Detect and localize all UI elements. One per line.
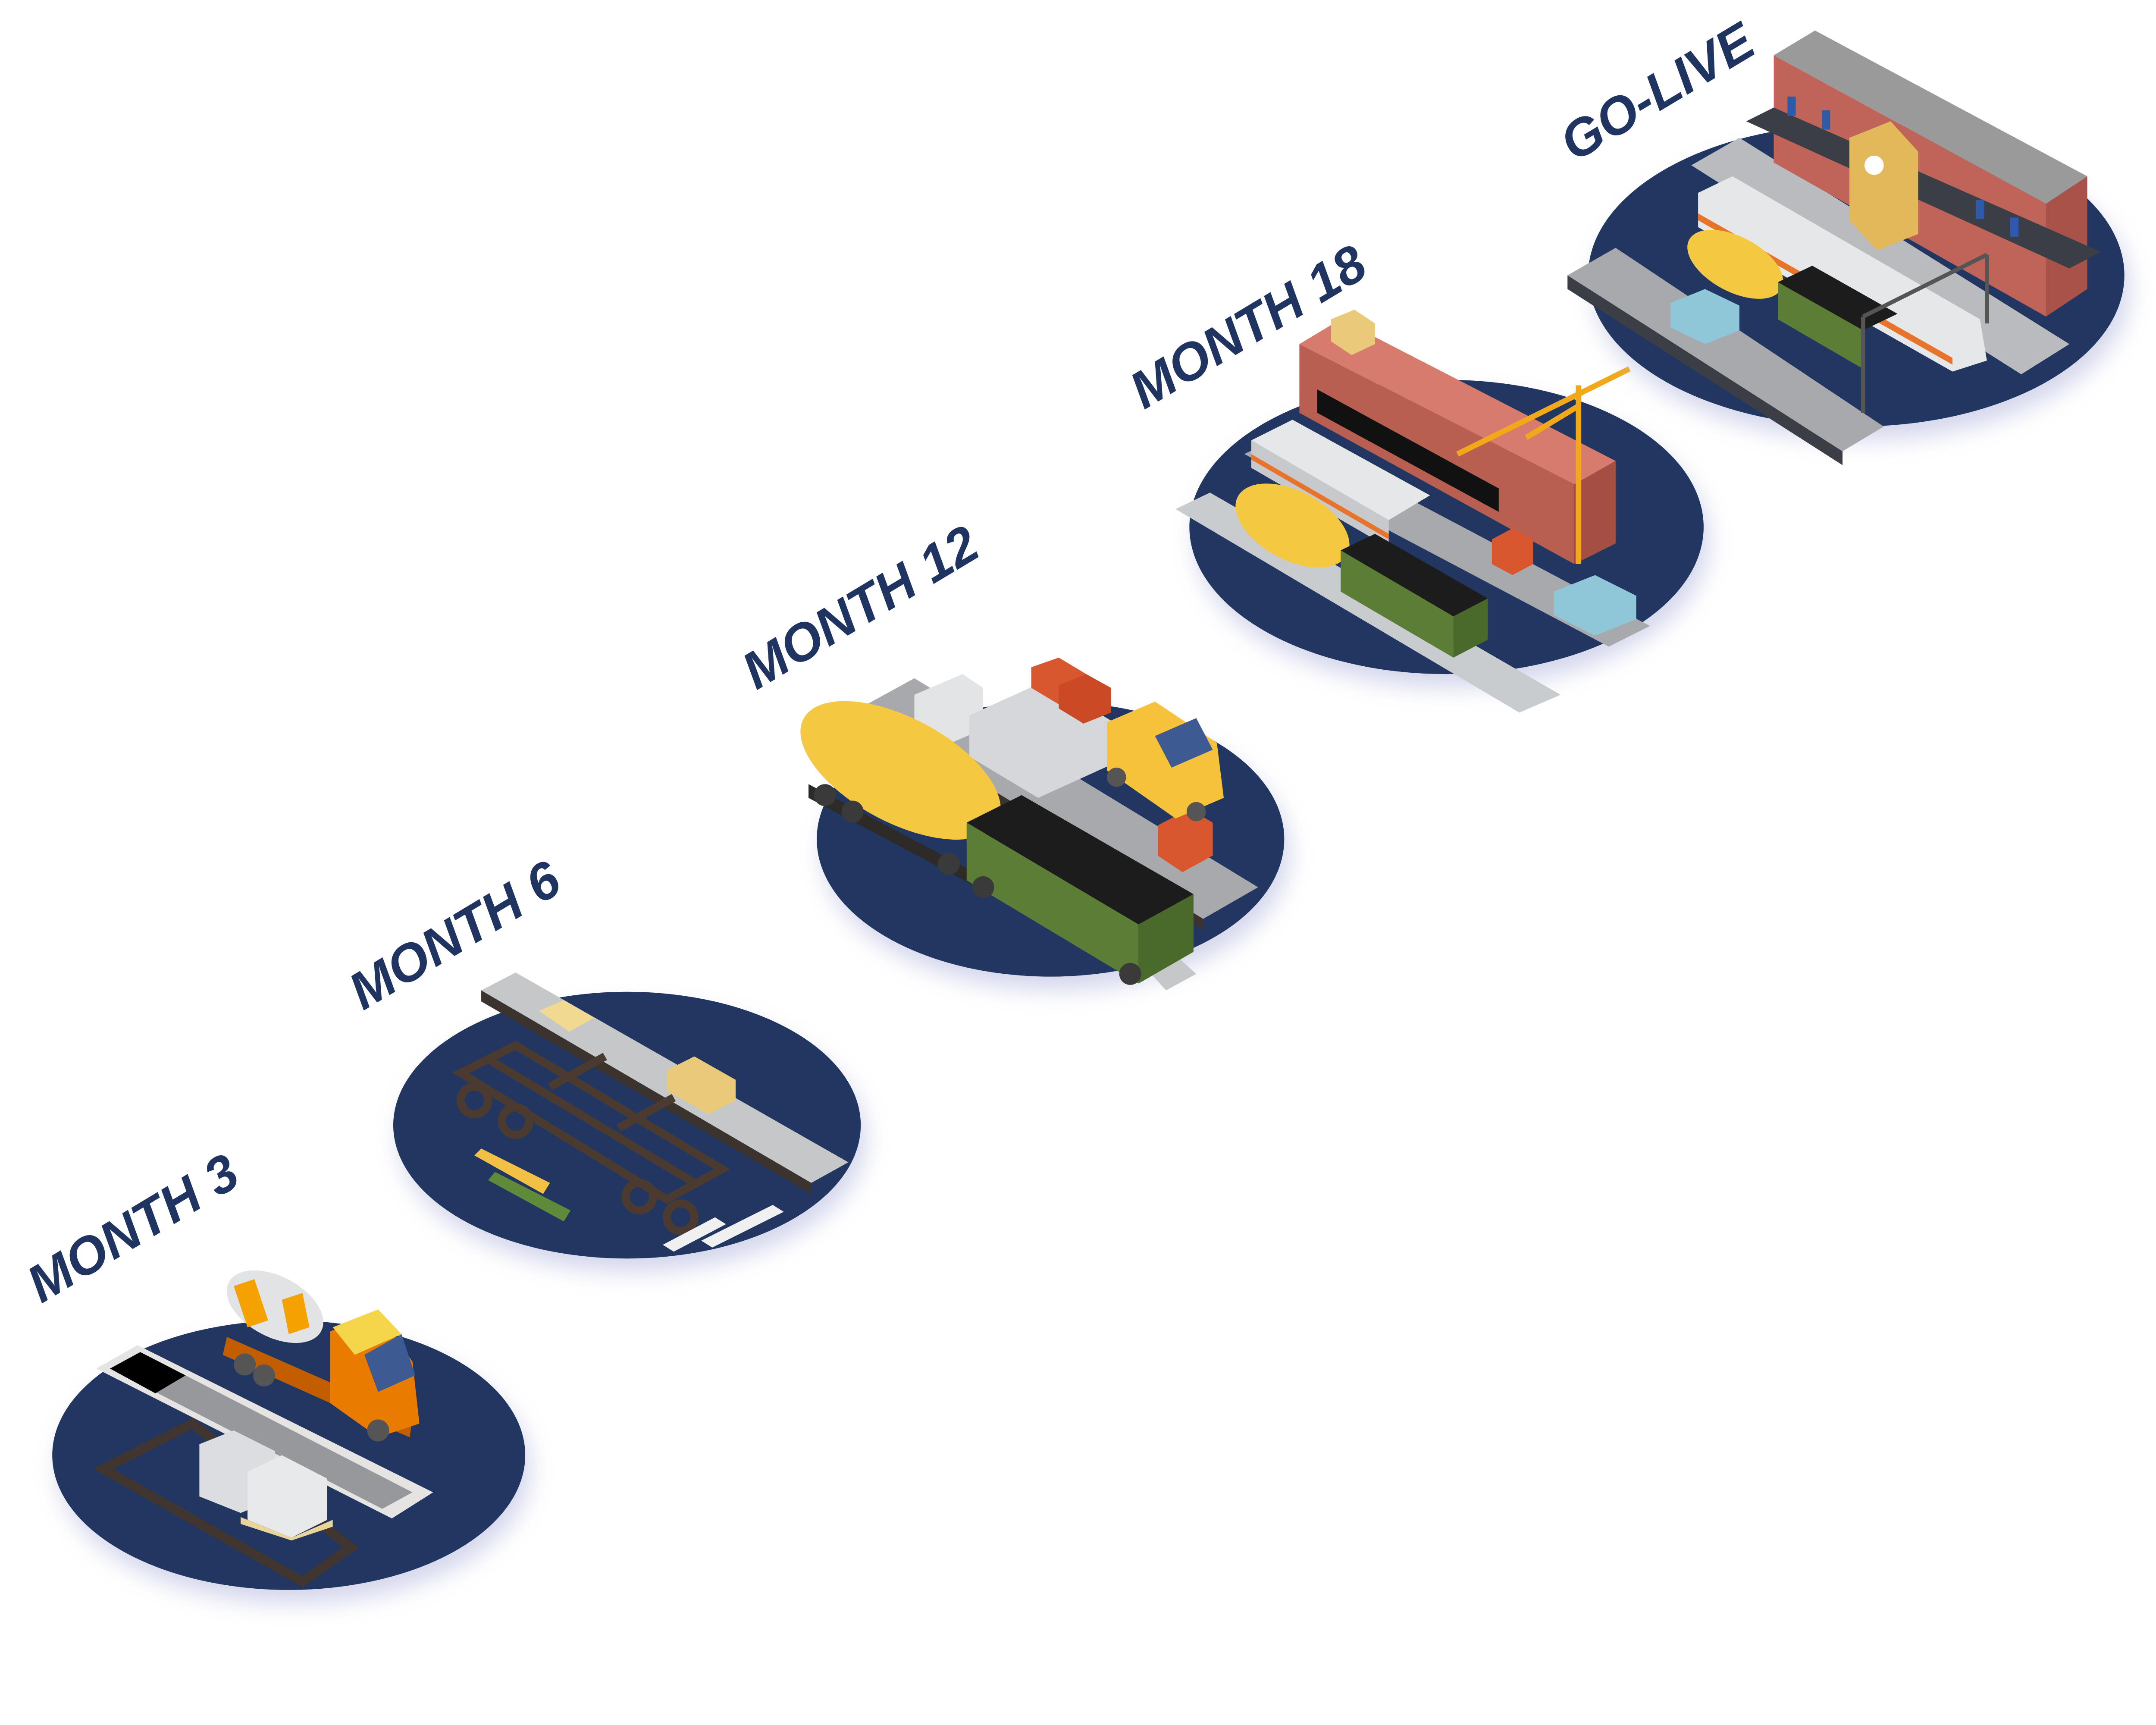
wagon-chassis [452,1041,730,1236]
overhead-gantry [1861,253,1989,413]
stage-month-6: MONTH 6 [338,849,866,1273]
flatbed-truck [1106,701,1224,822]
brick-stack [1492,528,1533,575]
open-wagon [1341,533,1488,658]
tower-crane [1456,366,1631,565]
open-wagon [966,795,1194,985]
shelter [1554,575,1636,636]
building-materials [914,657,1213,872]
station-building [1746,30,2101,317]
cement-pallets [199,1430,333,1541]
stage-go-live: GO-LIVE [1550,10,2130,465]
station-building-frame [1299,310,1616,565]
stage-label: MONTH 3 [17,1142,248,1314]
crates [539,1000,736,1114]
stage-month-18: MONTH 18 [1119,233,1709,713]
tank-car [800,701,1001,894]
tank-car [1687,229,1783,299]
concrete-mixer-truck [222,1270,420,1442]
stage-month-12: MONTH 12 [732,514,1290,991]
foundation-frame [93,1418,359,1587]
tank-car [1235,483,1350,568]
shelter [1670,289,1739,344]
excavation-pit [96,1345,433,1519]
stage-month-3: MONTH 3 [17,1142,531,1604]
stage-label: MONTH 12 [732,514,988,700]
passenger-car [1251,420,1430,548]
sleepers [474,1148,784,1252]
platform [1567,138,2070,465]
